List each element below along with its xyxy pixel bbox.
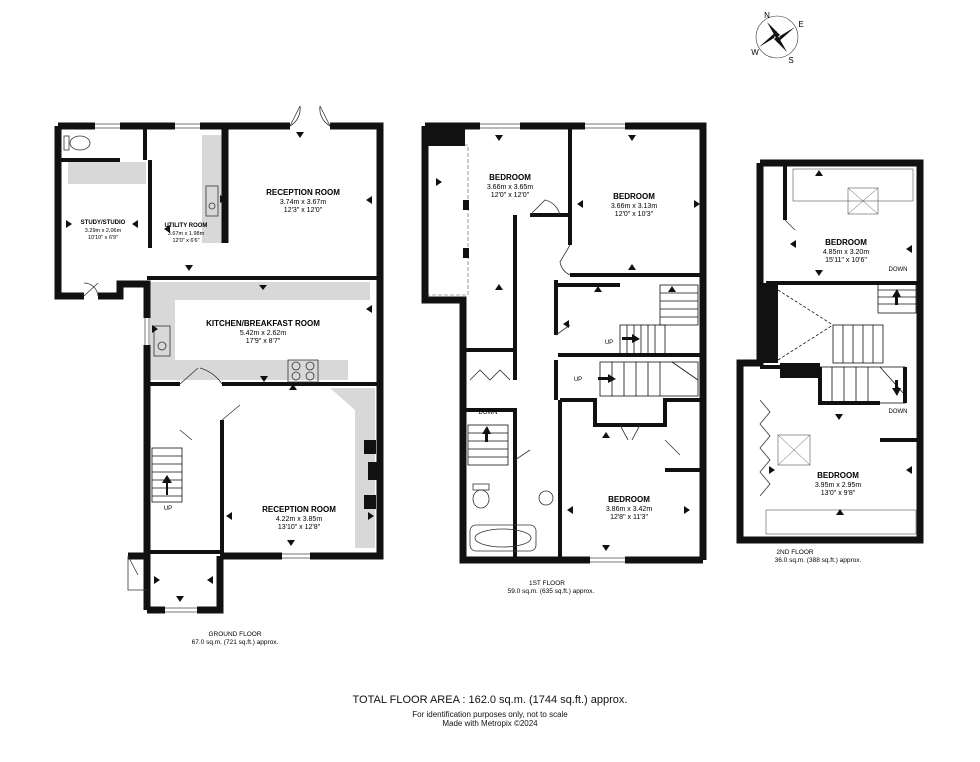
sf-bedroom1-name: BEDROOM — [825, 238, 867, 247]
total-floor-area: TOTAL FLOOR AREA : 162.0 sq.m. (1744 sq.… — [352, 694, 628, 706]
sf-bedroom1-imperial: 15'11" x 10'6" — [825, 257, 867, 264]
second-floor-label: 2ND FLOOR — [776, 549, 814, 556]
reception1-imperial: 12'3" x 12'0" — [284, 207, 323, 214]
disclaimer: For identification purposes only, not to… — [412, 710, 568, 719]
ground-floor-label: GROUND FLOOR — [208, 631, 261, 638]
sf-bedroom2-imperial: 13'0" x 9'8" — [821, 490, 856, 497]
first-floor-plan — [421, 122, 707, 564]
compass-e: E — [798, 20, 803, 29]
kitchen-metric: 5.42m x 2.62m — [240, 330, 286, 337]
compass-s: S — [788, 56, 793, 65]
ground-floor-area: 67.0 sq.m. (721 sq.ft.) approx. — [192, 639, 279, 646]
sf-bedroom2-name: BEDROOM — [817, 471, 859, 480]
kitchen-imperial: 17'9" x 8'7" — [246, 338, 281, 345]
sf-stairs-down1: DOWN — [889, 267, 908, 273]
ff-bedroom2-name: BEDROOM — [613, 192, 655, 201]
study-metric: 3.29m x 2.06m — [85, 228, 122, 234]
second-floor-labels: BEDROOM 4.85m x 3.20m 15'11" x 10'6" BED… — [775, 238, 908, 564]
sf-stairs-down2: DOWN — [889, 409, 908, 415]
second-floor-area: 36.0 sq.m. (388 sq.ft.) approx. — [775, 557, 862, 564]
reception1-name: RECEPTION ROOM — [266, 188, 340, 197]
reception1-metric: 3.74m x 3.67m — [280, 199, 326, 206]
second-floor-plan — [736, 159, 924, 544]
ground-stairs-up: UP — [164, 506, 172, 512]
utility-metric: 3.67m x 1.98m — [168, 231, 205, 237]
ff-bedroom2-imperial: 12'0" x 10'3" — [615, 211, 654, 218]
sf-bedroom1-metric: 4.85m x 3.20m — [823, 249, 869, 256]
ff-stairs-up2: UP — [574, 377, 582, 383]
ground-floor-labels: STUDY/STUDIO 3.29m x 2.06m 10'10" x 6'9"… — [81, 188, 341, 646]
ff-bedroom1-name: BEDROOM — [489, 173, 531, 182]
first-floor-label: 1ST FLOOR — [529, 580, 565, 587]
kitchen-name: KITCHEN/BREAKFAST ROOM — [206, 319, 320, 328]
first-floor-area: 59.0 sq.m. (635 sq.ft.) approx. — [508, 588, 595, 595]
study-imperial: 10'10" x 6'9" — [88, 235, 118, 241]
utility-name: UTILITY ROOM — [165, 223, 208, 229]
ground-floor-plan — [54, 105, 384, 614]
compass-w: W — [751, 48, 759, 57]
credit: Made with Metropix ©2024 — [442, 719, 538, 728]
ff-stairs-up1: UP — [605, 340, 613, 346]
ff-bedroom2-metric: 3.66m x 3.13m — [611, 203, 657, 210]
ff-bedroom3-metric: 3.86m x 3.42m — [606, 506, 652, 513]
ff-bedroom3-imperial: 12'8" x 11'3" — [610, 514, 648, 521]
sf-bedroom2-metric: 3.95m x 2.95m — [815, 482, 861, 489]
study-name: STUDY/STUDIO — [81, 220, 126, 226]
reception2-metric: 4.22m x 3.85m — [276, 516, 322, 523]
reception2-imperial: 13'10" x 12'8" — [278, 524, 321, 531]
reception2-name: RECEPTION ROOM — [262, 505, 336, 514]
compass-n: N — [764, 11, 770, 20]
ff-bedroom1-metric: 3.66m x 3.65m — [487, 184, 533, 191]
first-floor-labels: BEDROOM 3.66m x 3.65m 12'0" x 12'0" BEDR… — [479, 173, 658, 595]
ff-stairs-down: DOWN — [479, 410, 498, 416]
utility-imperial: 12'0" x 6'6" — [172, 238, 199, 244]
ff-bedroom1-imperial: 12'0" x 12'0" — [491, 192, 530, 199]
ff-bedroom3-name: BEDROOM — [608, 495, 650, 504]
compass: N E S W — [751, 11, 803, 65]
